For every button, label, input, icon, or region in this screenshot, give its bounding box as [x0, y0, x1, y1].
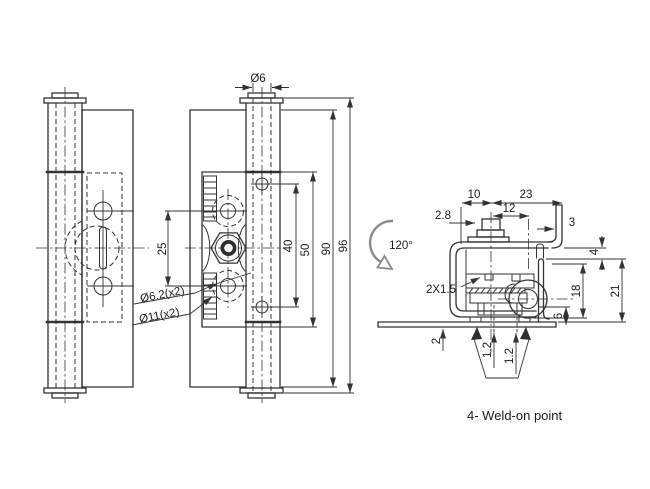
pin-top-cap — [247, 92, 276, 99]
hidden-boss-arc — [64, 220, 83, 276]
pin-top-flange — [239, 97, 284, 104]
hole-crosshairs — [87, 190, 134, 307]
channel-inner — [455, 247, 549, 312]
bracket-waist-curves — [202, 224, 246, 272]
dim-large-holes: Ø11(x2) — [138, 306, 180, 326]
dia11-underline — [131, 313, 191, 326]
dim-base-thickness: 2 — [431, 338, 443, 344]
dia11-leader — [189, 296, 213, 315]
weld-foot-left — [469, 316, 482, 323]
dim-gap: 4 — [589, 248, 601, 255]
tall-flange — [547, 204, 563, 249]
sheet-hook — [504, 283, 515, 304]
opening-angle-label: 120° — [389, 240, 413, 252]
latch-bar-notches — [484, 273, 521, 282]
rolled-hook-tab — [536, 243, 544, 259]
dia62-underline — [133, 292, 196, 305]
inner-bracket-outline — [201, 171, 247, 328]
dim-hole-pitch: 25 — [157, 243, 169, 256]
nut-circle — [215, 234, 242, 262]
dim-plate-height: 90 — [321, 243, 333, 256]
front-view-main-leaf — [165, 87, 299, 403]
dim-small-holes: Ø6.2(x2) — [139, 285, 185, 305]
dim-axis-to-flange: 23 — [520, 189, 533, 201]
right-extension-lines — [533, 247, 626, 323]
lower-spring-bar — [203, 272, 217, 320]
nut-block — [477, 302, 523, 316]
dim50-extension-lines — [246, 171, 317, 328]
pin-bottom-cap — [51, 392, 79, 399]
dim-height-6: 6 — [553, 313, 565, 319]
angle-plate — [537, 258, 550, 323]
pin-bottom-flange — [239, 387, 284, 394]
dia6-extension-lines — [252, 83, 272, 92]
side-dimensions: 10 23 12 2.8 3 120° 2X1.5 4 21 18 6 2 1.… — [389, 189, 626, 374]
upper-spring-bar — [203, 175, 217, 222]
side-section-view — [368, 204, 574, 379]
hidden-pin-rod — [252, 98, 272, 393]
leaf-plate-outline — [189, 109, 247, 388]
slot-spec-label: 2X1.5 — [426, 284, 456, 296]
opening-angle-arrowhead — [375, 254, 394, 271]
dim90-extension-lines — [281, 109, 337, 388]
dim-height-18: 18 — [571, 285, 583, 298]
weld-note: 4- Weld-on point — [467, 408, 563, 423]
weld-callout-trapezoid — [473, 338, 530, 379]
hex-nut — [210, 232, 247, 264]
hole-crosshairs — [165, 210, 247, 287]
dim-offset: 2.8 — [435, 210, 451, 222]
nut-bore — [224, 243, 233, 253]
channel-outer — [449, 241, 553, 318]
pin-bottom-cap — [247, 392, 276, 399]
dim-wall-to-axis: 10 — [468, 189, 481, 201]
hidden-bracket-outline — [86, 172, 123, 323]
bolt-washer — [467, 236, 510, 243]
dim-weld-b: 1.2 — [504, 348, 516, 364]
weld-arrow-left — [471, 327, 482, 340]
dim-rivet-pitch: 40 — [283, 240, 295, 253]
upper-spring-rungs — [203, 181, 217, 218]
dia62-leader-tail — [216, 272, 252, 284]
weld-arrow-right — [520, 327, 531, 340]
rivet-crosshairs — [251, 173, 299, 318]
hidden-foot-lines — [493, 305, 518, 333]
base-plate — [377, 321, 557, 328]
center-slot — [99, 226, 107, 270]
dia62-leader — [194, 283, 218, 294]
pin-barrel — [245, 102, 281, 389]
weld-foot-right — [518, 316, 531, 323]
dim96-extension-lines — [284, 97, 354, 394]
gasket-hatching — [468, 287, 522, 294]
front-dimensions: Ø6 25 40 50 90 96 Ø6.2(x2) Ø11(x2) — [131, 73, 354, 394]
hidden-pin-rod — [55, 103, 76, 388]
dim-bracket-height: 50 — [300, 244, 312, 257]
dim-flange-thickness: 3 — [569, 217, 575, 229]
dim-axis-to-axis: 12 — [503, 203, 516, 215]
hidden-circle — [74, 225, 120, 271]
dim-pin-diameter: Ø6 — [250, 73, 265, 85]
pin-barrel — [47, 102, 83, 389]
barrel-knuckle-joints — [244, 170, 282, 324]
slot-spec-leader — [460, 277, 481, 288]
bolt-collar — [476, 229, 505, 238]
dim-height-21: 21 — [610, 285, 622, 298]
front-view-left-leaf — [36, 87, 149, 403]
dim-weld-a: 1.2 — [482, 342, 494, 358]
opening-angle-arc — [368, 219, 394, 264]
leaf-plate-outline — [81, 109, 134, 388]
dim-overall-height: 96 — [338, 240, 350, 253]
